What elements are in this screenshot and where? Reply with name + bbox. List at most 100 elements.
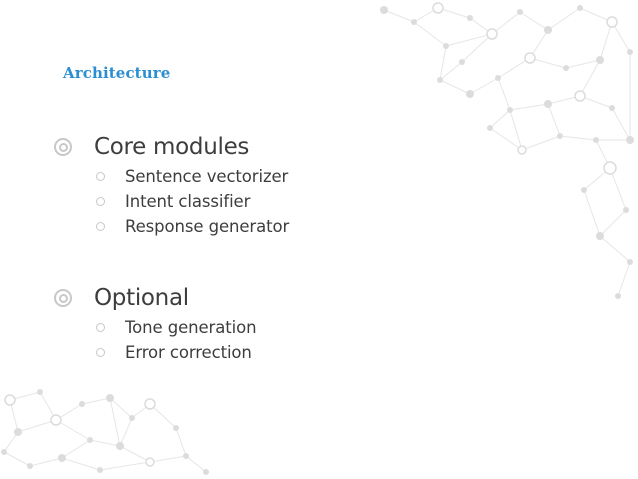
- section-heading-row: Optional: [54, 281, 256, 315]
- network-node: [37, 389, 43, 395]
- network-node: [593, 137, 599, 143]
- network-edge: [17, 419, 57, 433]
- network-node: [524, 52, 536, 64]
- network-edge: [149, 455, 187, 463]
- network-node: [596, 56, 604, 64]
- network-edge: [119, 417, 133, 447]
- section-optional: Optional Tone generation Error correctio…: [54, 281, 257, 365]
- network-node: [79, 401, 85, 407]
- network-edge: [489, 109, 511, 129]
- network-edge: [579, 59, 601, 97]
- sub-list: Tone generation Error correction: [54, 315, 257, 365]
- network-edge: [617, 261, 631, 297]
- network-edge: [185, 455, 207, 473]
- network-node: [58, 454, 66, 462]
- circle-bullet-icon: [96, 222, 105, 231]
- network-node: [380, 6, 388, 14]
- network-node: [203, 469, 209, 475]
- network-node: [517, 145, 527, 155]
- network-node: [144, 398, 156, 410]
- network-edge: [489, 127, 523, 151]
- circle-bullet-icon: [96, 172, 105, 181]
- network-node: [609, 105, 615, 111]
- network-node: [50, 414, 62, 426]
- ring-bullet-icon: [54, 138, 72, 156]
- network-edge: [119, 445, 151, 463]
- network-edge: [469, 77, 499, 95]
- section-heading: Optional: [94, 285, 189, 311]
- network-edge: [547, 103, 561, 137]
- network-node: [495, 75, 501, 81]
- network-node: [507, 107, 513, 113]
- list-item-text: Intent classifier: [125, 192, 251, 211]
- ring-bullet-icon: [54, 289, 72, 307]
- list-item: Sentence vectorizer: [96, 164, 289, 189]
- network-node: [574, 90, 586, 102]
- network-edge: [29, 457, 63, 467]
- network-edge: [55, 419, 91, 441]
- network-edge: [509, 109, 523, 151]
- sub-list: Sentence vectorizer Intent classifier Re…: [54, 164, 289, 239]
- network-node: [116, 442, 124, 450]
- list-item-text: Sentence vectorizer: [125, 167, 289, 186]
- section-core-modules: Core modules Sentence vectorizer Intent …: [54, 130, 289, 239]
- network-edge: [529, 57, 567, 69]
- network-node: [487, 125, 493, 131]
- network-edge: [565, 59, 601, 69]
- network-edge: [109, 397, 133, 419]
- network-edge: [491, 11, 521, 35]
- network-edge: [439, 45, 447, 81]
- list-item: Tone generation: [96, 315, 257, 340]
- network-edge: [3, 431, 19, 453]
- network-node: [517, 9, 523, 15]
- network-edge: [413, 21, 447, 47]
- network-edge: [61, 457, 101, 471]
- network-edge: [81, 397, 111, 405]
- circle-bullet-icon: [96, 323, 105, 332]
- list-item-text: Error correction: [125, 343, 252, 362]
- network-edge: [109, 397, 121, 447]
- network-edge: [3, 451, 31, 467]
- network-node: [467, 15, 473, 21]
- network-node: [459, 59, 465, 65]
- network-edge: [559, 135, 597, 141]
- network-node: [432, 2, 444, 14]
- network-node: [577, 5, 583, 11]
- network-node: [544, 26, 552, 34]
- network-edge: [497, 77, 511, 111]
- network-node: [27, 463, 33, 469]
- list-item: Intent classifier: [96, 189, 289, 214]
- list-item: Error correction: [96, 340, 256, 365]
- network-node: [557, 133, 563, 139]
- network-edge: [599, 235, 631, 263]
- network-node: [603, 161, 617, 175]
- circle-bullet-icon: [96, 197, 105, 206]
- circle-bullet-icon: [96, 348, 105, 357]
- network-edge: [445, 33, 493, 47]
- network-edge: [439, 79, 471, 95]
- network-edge: [609, 167, 627, 211]
- network-edge: [519, 11, 549, 31]
- network-edge: [509, 103, 549, 111]
- network-node: [4, 394, 16, 406]
- network-edge: [61, 439, 91, 459]
- network-node: [1, 449, 7, 455]
- network-node: [411, 19, 417, 25]
- network-edge: [461, 33, 493, 63]
- network-edge: [599, 209, 627, 237]
- section-heading: Core modules: [94, 134, 250, 160]
- network-edge: [547, 7, 581, 31]
- network-node: [145, 457, 155, 467]
- network-edge: [439, 61, 463, 81]
- network-node: [581, 187, 587, 193]
- network-edge: [383, 9, 415, 23]
- network-edge: [611, 21, 631, 53]
- network-edge: [611, 107, 631, 141]
- network-node: [14, 428, 22, 436]
- network-node: [466, 90, 474, 98]
- network-node: [106, 394, 114, 402]
- network-node: [129, 415, 135, 421]
- network-edge: [521, 135, 561, 151]
- network-node: [623, 207, 629, 213]
